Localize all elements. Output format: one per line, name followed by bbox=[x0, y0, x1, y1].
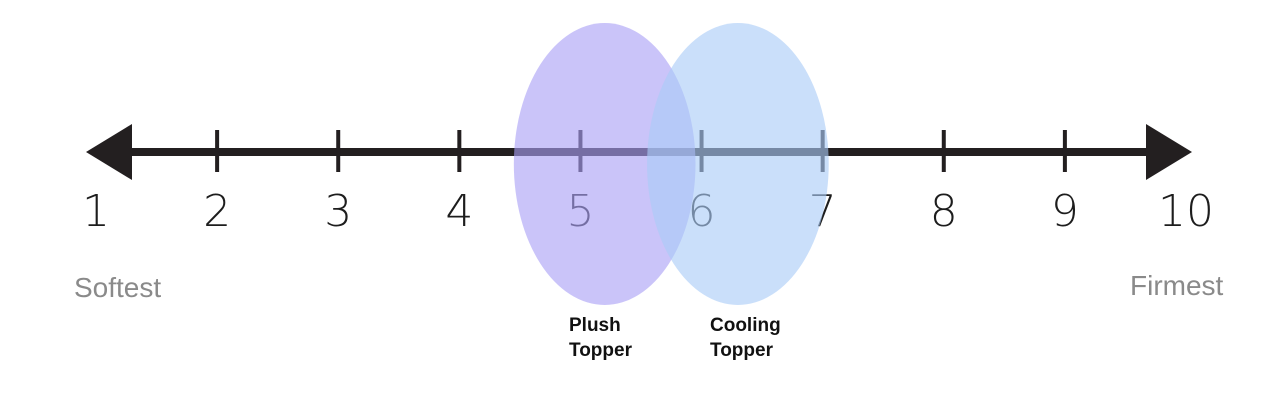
tick-label-10: 10 bbox=[1158, 186, 1214, 237]
tick-label-2: 2 bbox=[203, 186, 231, 237]
cooling-topper-label-line1: Cooling bbox=[710, 315, 781, 336]
plush-topper-label-line2: Topper bbox=[569, 340, 633, 361]
firmest-label: Firmest bbox=[1130, 270, 1224, 301]
tick-label-1: 1 bbox=[82, 186, 110, 237]
tick-label-8: 8 bbox=[930, 186, 958, 237]
tick-label-9: 9 bbox=[1051, 186, 1079, 237]
right-arrowhead bbox=[1146, 124, 1192, 180]
plush-topper-label-line1: Plush bbox=[569, 315, 621, 336]
cooling-topper-label-line2: Topper bbox=[710, 340, 774, 361]
tick-label-3: 3 bbox=[324, 186, 352, 237]
cooling-topper-oval bbox=[647, 23, 829, 305]
topper-ovals bbox=[513, 23, 829, 305]
left-arrowhead bbox=[86, 124, 132, 180]
softest-label: Softest bbox=[74, 272, 161, 303]
tick-label-4: 4 bbox=[445, 186, 473, 237]
plush-topper-oval bbox=[513, 23, 696, 305]
